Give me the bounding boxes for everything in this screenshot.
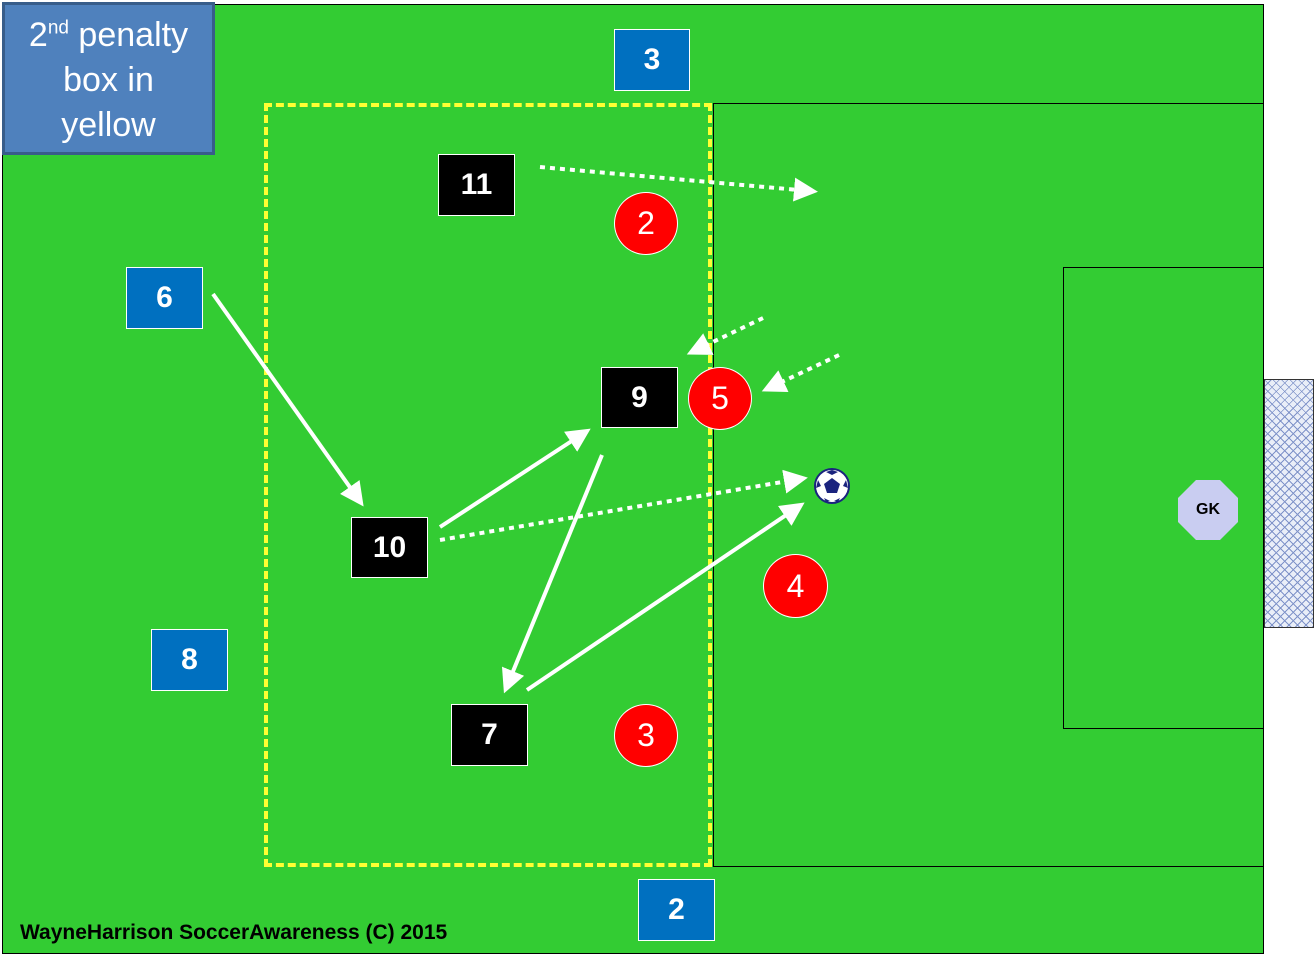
run-arrow-10 [439,469,808,542]
red-player-3: 3 [614,704,678,767]
info-callout: 2nd penalty box in yellow [2,2,215,155]
black-player-10: 10 [351,517,428,578]
blue-player-8: 8 [151,629,228,691]
pass-arrow-7-to-ball [525,502,805,692]
soccer-ball-icon [814,468,850,504]
goal-net [1264,379,1314,628]
pass-arrow-6-to-10 [211,292,364,507]
run-arrow-defender-a [686,316,764,355]
credit-text: WayneHarrison SoccerAwareness (C) 2015 [20,921,448,944]
run-arrow-11 [539,165,818,202]
red-player-5: 5 [688,367,752,430]
black-player-11: 11 [438,154,515,216]
second-penalty-box [264,103,712,867]
callout-line-1: 2nd penalty [28,16,189,54]
callout-line-3: yellow [61,106,156,144]
blue-player-2: 2 [638,879,715,941]
goalkeeper: GK [1178,480,1238,540]
run-arrow-defender-b [761,353,840,393]
red-player-4: 4 [763,554,828,618]
pitch [2,4,1264,954]
black-player-7: 7 [451,704,528,766]
pass-arrow-9-to-7 [501,454,604,694]
callout-line-2: box in [63,61,154,99]
blue-player-3: 3 [614,29,690,91]
black-player-9: 9 [601,367,678,428]
pass-arrow-10-to-9 [438,428,591,529]
red-player-2: 2 [614,192,678,255]
blue-player-6: 6 [126,267,203,329]
six-yard-box [1063,267,1264,729]
